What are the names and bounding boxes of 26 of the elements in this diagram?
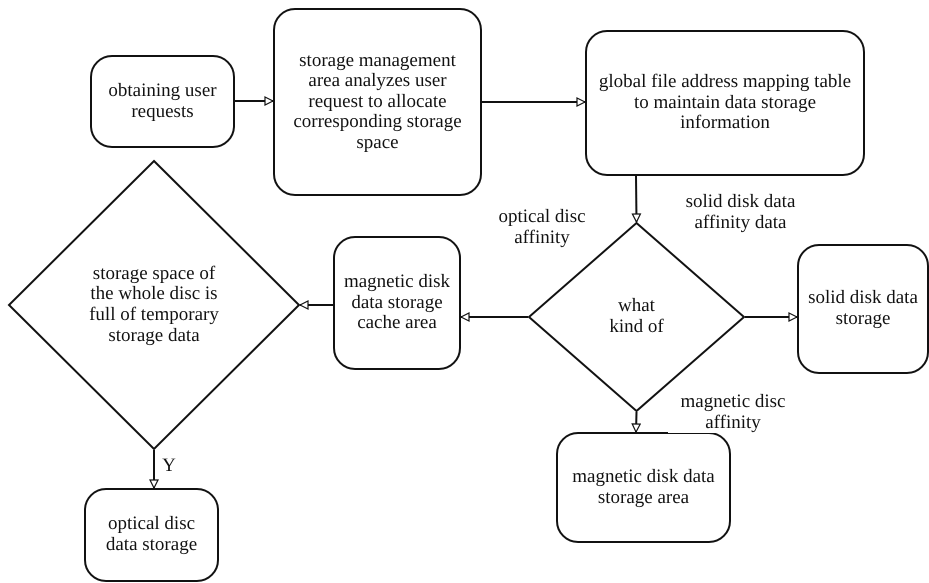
arrow: [460, 312, 528, 322]
process-box: [90, 55, 235, 148]
node-text: magnetic disk data storage area: [571, 466, 716, 508]
arrow: [745, 312, 798, 322]
arrow: [149, 450, 159, 489]
process-box: [84, 488, 219, 582]
arrow: [299, 300, 333, 310]
arrow: [632, 176, 642, 223]
decision-diamond: [8, 160, 300, 450]
process-box: [556, 432, 731, 543]
process-box: [797, 244, 929, 374]
node-text: storage space of the whole disc is full of temporary storage data: [88, 264, 220, 346]
process-box: [585, 30, 865, 176]
node-text: storage management area analyzes user request to allocate corresponding storage space: [292, 50, 463, 154]
arrow: [482, 97, 586, 107]
node-text: magnetic disk data storage cache area: [342, 272, 452, 334]
edge-label: optical disc affinity: [497, 207, 587, 248]
node-text: what kind of: [608, 296, 665, 338]
node-text: optical disc data storage: [104, 514, 198, 556]
arrow: [235, 96, 274, 106]
arrow: [632, 412, 641, 433]
node-text: global file address mapping table to maintain data storage information: [598, 72, 852, 134]
process-box: [273, 8, 482, 196]
node-text: solid disk data storage: [808, 288, 918, 330]
node-text: obtaining user requests: [107, 80, 218, 122]
process-box: [333, 236, 461, 370]
